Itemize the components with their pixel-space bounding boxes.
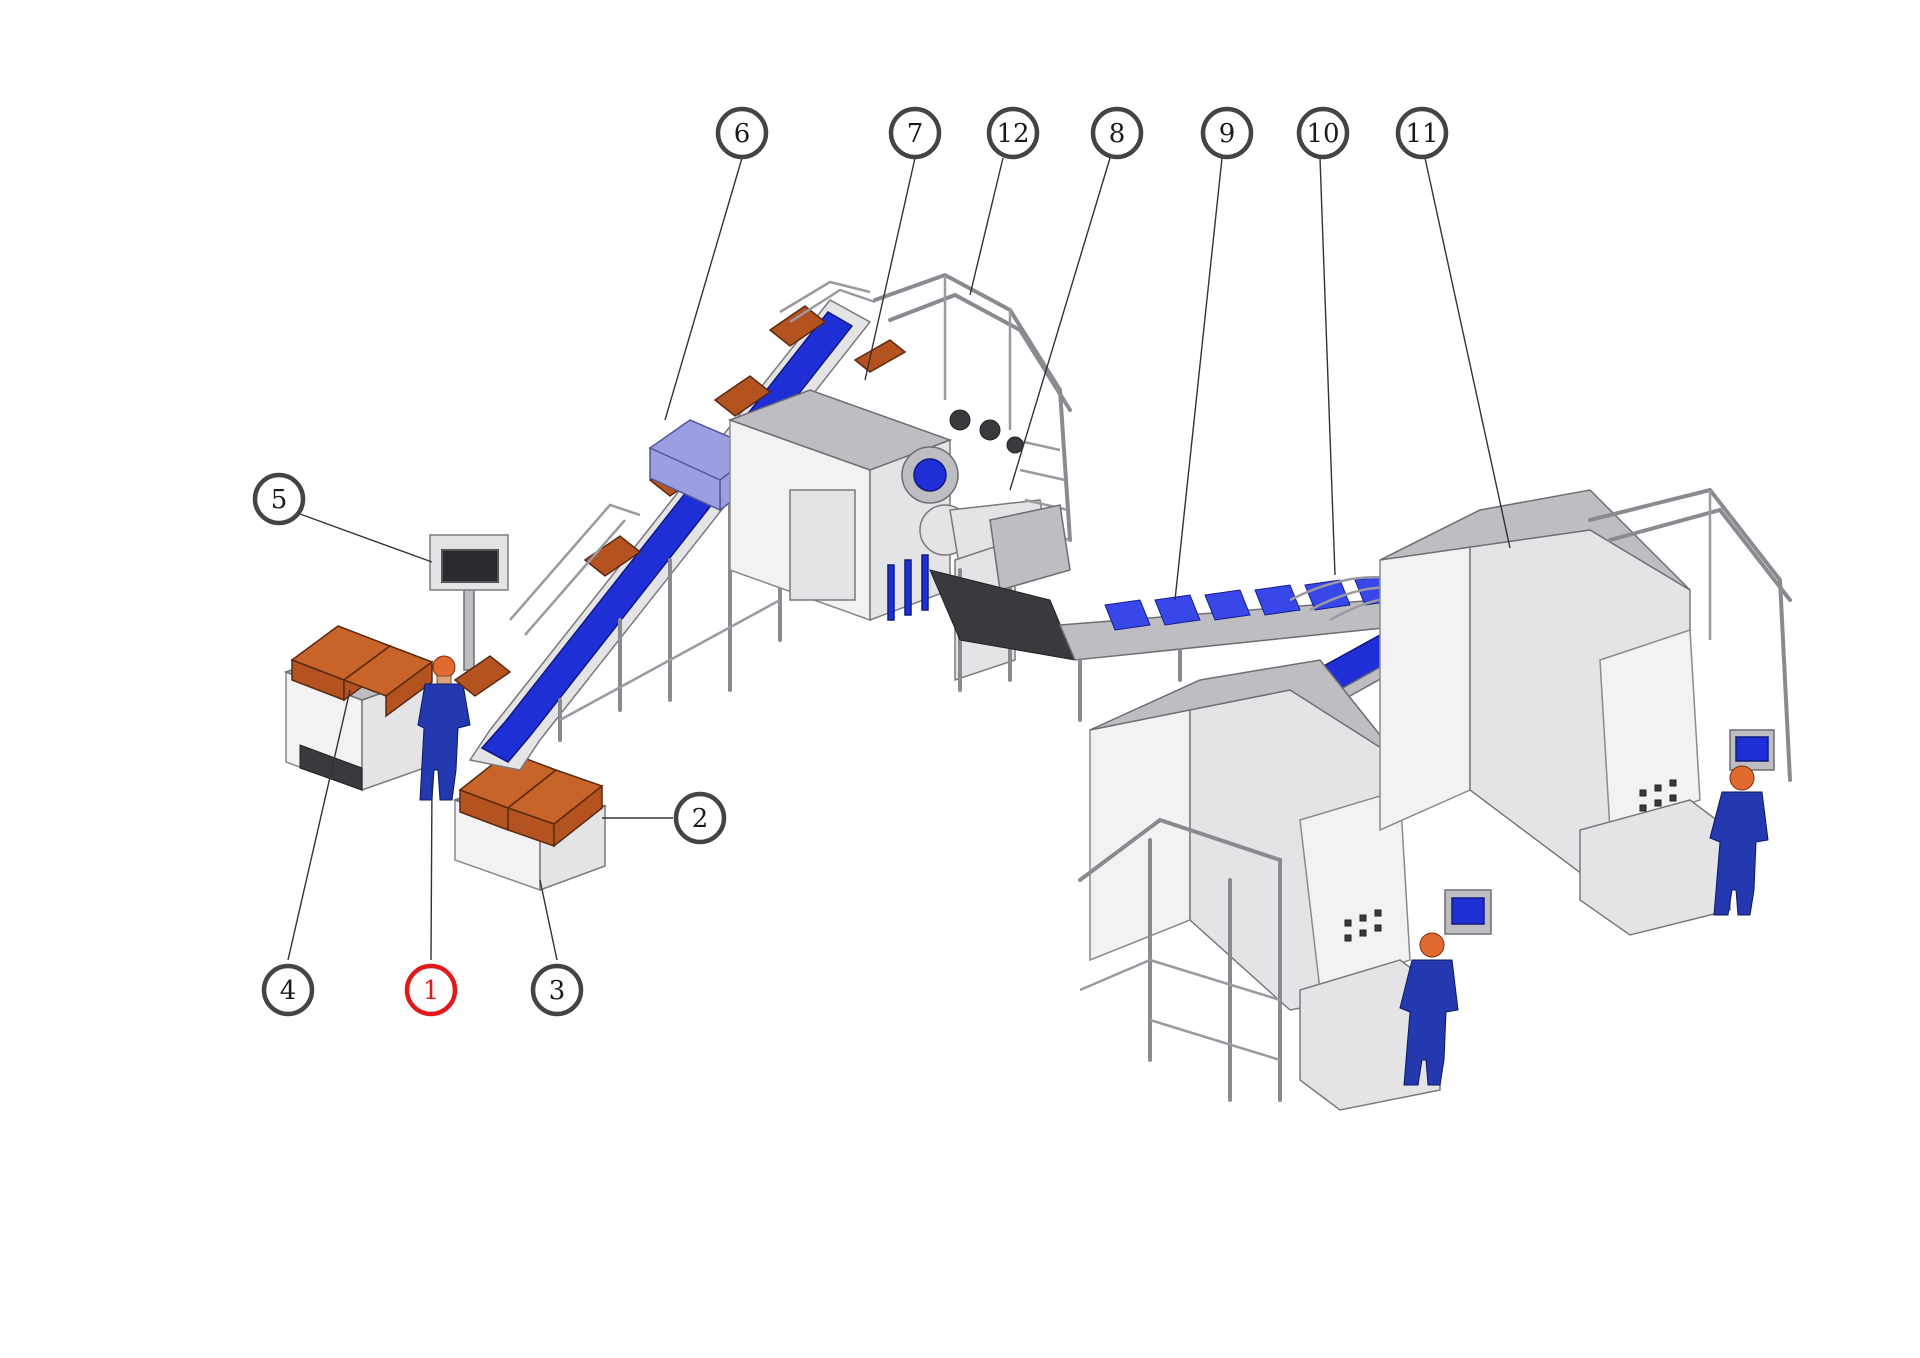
callout-1: 1	[404, 963, 458, 1017]
callout-5-label: 5	[271, 485, 288, 515]
leader-line-3	[539, 879, 558, 961]
pneumatic-valves	[949, 409, 1024, 454]
discharge-trolley	[929, 504, 1076, 692]
callout-4: 4	[261, 963, 315, 1017]
callout-3-label: 3	[549, 976, 566, 1006]
callout-8-label: 8	[1109, 119, 1126, 149]
central-processing-machine	[727, 389, 1051, 622]
front-machine-control-grid	[1344, 909, 1382, 942]
callout-10: 10	[1296, 106, 1350, 160]
leader-line-12	[969, 157, 1004, 296]
pallet-left	[283, 625, 434, 792]
callout-7-label: 7	[907, 119, 924, 149]
leader-line-7	[864, 157, 916, 381]
callout-9-label: 9	[1219, 119, 1236, 149]
callout-7: 7	[888, 106, 942, 160]
callout-9: 9	[1200, 106, 1254, 160]
leader-line-6	[664, 157, 743, 421]
callout-2-circle	[673, 791, 727, 845]
front-machine-touchscreen	[1444, 889, 1492, 935]
pallet-right	[452, 751, 608, 892]
leader-line-4	[287, 689, 351, 961]
weighing-scale-terminal	[429, 534, 509, 671]
callout-3-circle	[530, 963, 584, 1017]
product-blocks-right	[458, 751, 604, 848]
callout-1-circle	[404, 963, 458, 1017]
callout-5: 5	[252, 472, 306, 526]
front-machine-safety-frame	[1078, 817, 1282, 1102]
rear-machine-base	[1579, 799, 1731, 936]
callout-12-circle	[986, 106, 1040, 160]
callout-2-label: 2	[692, 804, 709, 834]
leader-line-11	[1424, 157, 1511, 549]
callout-12-label: 12	[996, 119, 1029, 149]
callout-10-circle	[1296, 106, 1350, 160]
callout-10-label: 10	[1306, 119, 1339, 149]
distribution-belt-flights	[1104, 574, 1401, 631]
callout-6-label: 6	[734, 119, 751, 149]
machine-blue-stripes	[887, 554, 929, 621]
callout-8: 8	[1090, 106, 1144, 160]
worker-loading	[417, 655, 471, 801]
leader-lines	[287, 157, 1511, 961]
callout-3: 3	[530, 963, 584, 1017]
rear-machine-touchscreen	[1729, 729, 1775, 771]
callout-1-label: 1	[423, 976, 440, 1006]
forming-machine-rear	[1379, 487, 1792, 936]
conveyor-guard-rails	[509, 280, 876, 636]
product-blocks-left	[290, 625, 434, 718]
leader-line-5	[299, 513, 433, 563]
callout-11-circle	[1395, 106, 1449, 160]
machine-viewport	[901, 446, 959, 504]
callout-4-label: 4	[280, 976, 297, 1006]
callout-2: 2	[673, 791, 727, 845]
callout-7-circle	[888, 106, 942, 160]
callout-12: 12	[986, 106, 1040, 160]
rear-machine-stairs	[1588, 487, 1792, 782]
leader-line-10	[1319, 157, 1336, 576]
callout-6: 6	[715, 106, 769, 160]
callout-5-circle	[252, 472, 306, 526]
callout-9-circle	[1200, 106, 1254, 160]
callout-11: 11	[1395, 106, 1449, 160]
leader-line-1	[430, 779, 433, 961]
service-platform-stairs	[873, 272, 1072, 542]
callout-8-circle	[1090, 106, 1144, 160]
callout-6-circle	[715, 106, 769, 160]
callout-4-circle	[261, 963, 315, 1017]
leader-line-9	[1174, 157, 1223, 601]
worker-front-machine	[1399, 932, 1459, 1086]
worker-rear-machine	[1709, 765, 1769, 916]
rear-machine-control-grid	[1639, 779, 1677, 812]
forming-machine-front	[1078, 659, 1492, 1111]
callout-11-label: 11	[1405, 119, 1438, 149]
leader-line-8	[1009, 157, 1111, 491]
